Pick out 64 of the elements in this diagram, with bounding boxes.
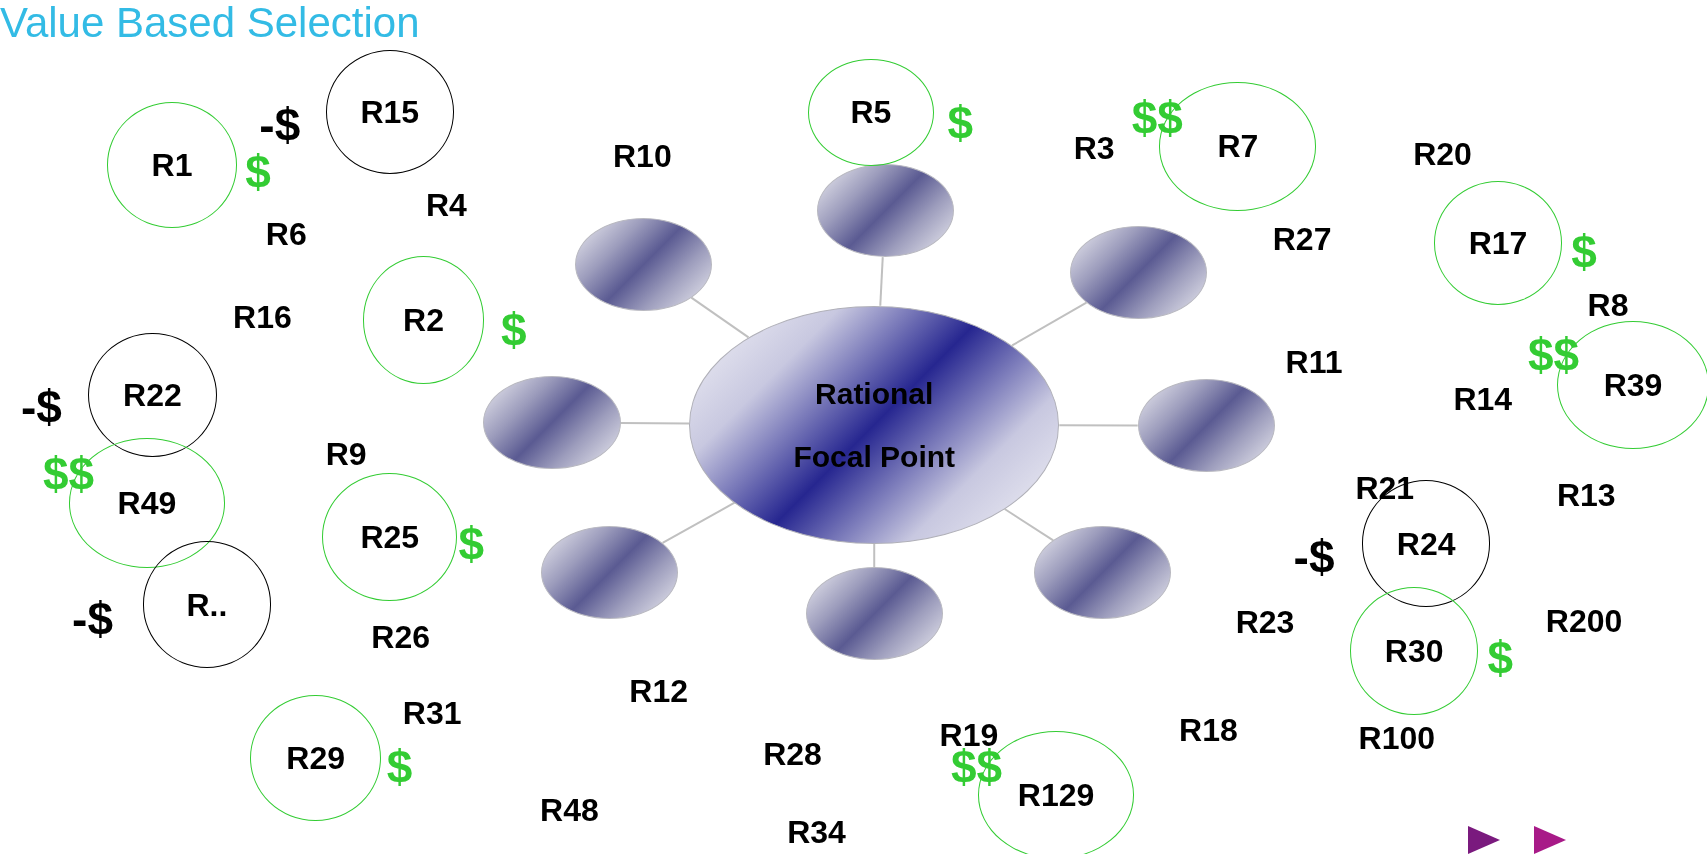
item-label: R200 xyxy=(1545,605,1623,638)
circle xyxy=(1433,180,1563,305)
circle xyxy=(142,541,272,668)
circle xyxy=(325,50,454,175)
circle xyxy=(807,58,935,167)
item-label: R13 xyxy=(1556,478,1616,511)
item-label: R6 xyxy=(265,218,307,251)
title: Value Based Selection xyxy=(0,0,420,47)
connector-line xyxy=(661,501,736,544)
item-label: R18 xyxy=(1179,713,1238,746)
cost-sign: -$ xyxy=(259,101,301,148)
connector-line xyxy=(879,256,884,307)
node-label: R15 xyxy=(360,96,420,129)
item-label: R16 xyxy=(233,301,292,334)
item-label: R48 xyxy=(540,794,599,827)
circle xyxy=(106,102,238,229)
connector-line xyxy=(873,542,876,569)
dollar-sign: $ xyxy=(501,306,527,353)
dollar-sign: $ xyxy=(458,520,485,567)
node-label: R.. xyxy=(186,588,228,621)
item-label: R12 xyxy=(629,675,688,708)
circle xyxy=(362,256,485,385)
dollar-sign: $ xyxy=(947,99,973,146)
cost-sign: -$ xyxy=(72,596,113,643)
item-label: R9 xyxy=(325,437,367,470)
connector-line xyxy=(1058,424,1139,427)
node-label: R25 xyxy=(360,521,420,554)
node-label: R39 xyxy=(1603,369,1663,402)
node-label: R29 xyxy=(286,741,346,774)
dollar-sign: $ xyxy=(386,743,413,790)
node-label: R129 xyxy=(1017,778,1095,811)
dollar-sign: $ xyxy=(1571,228,1597,275)
item-label: R20 xyxy=(1413,137,1472,170)
dollar-sign: $ xyxy=(1487,635,1513,682)
item-label: R8 xyxy=(1587,288,1629,321)
dollar-sign: $ xyxy=(245,149,271,196)
item-label: R10 xyxy=(613,139,672,172)
node-label: R1 xyxy=(151,149,193,182)
cost-sign: -$ xyxy=(1293,534,1335,580)
cost-sign: -$ xyxy=(20,384,62,431)
node-label: R2 xyxy=(403,304,444,337)
connector-line xyxy=(690,296,750,339)
item-label: R34 xyxy=(787,816,846,849)
node-label: R22 xyxy=(123,378,182,411)
item-label: R27 xyxy=(1272,222,1332,255)
item-label: R3 xyxy=(1073,131,1115,164)
node-label: Rational Focal Point xyxy=(792,375,957,475)
item-label: R100 xyxy=(1358,721,1436,754)
node-label: R24 xyxy=(1396,527,1456,560)
item-label: R28 xyxy=(763,738,822,771)
connector-line xyxy=(1011,301,1088,347)
node-label: R5 xyxy=(850,96,892,129)
item-label: R4 xyxy=(425,189,467,222)
node-label: R7 xyxy=(1217,130,1259,163)
item-label: R11 xyxy=(1285,345,1343,378)
node-label: R30 xyxy=(1384,635,1444,668)
node-label: R17 xyxy=(1468,226,1528,259)
node-label: R49 xyxy=(117,487,177,520)
item-label: R14 xyxy=(1453,382,1513,415)
item-label: R31 xyxy=(402,697,462,730)
item-label: R23 xyxy=(1235,606,1295,639)
item-label: R26 xyxy=(371,620,430,653)
connector-line xyxy=(619,422,691,425)
connector-line xyxy=(1003,508,1055,542)
